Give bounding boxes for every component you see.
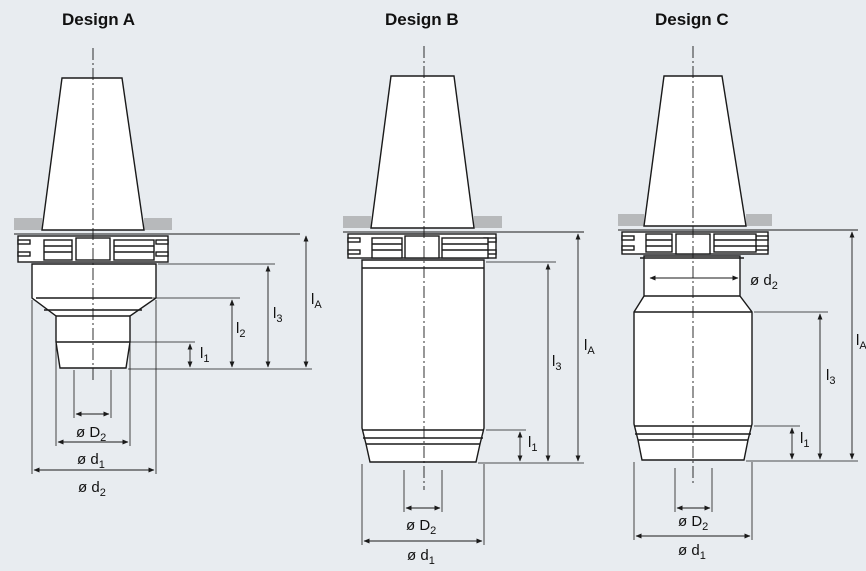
design-b-taper (370, 75, 475, 229)
design-c-label-l3: l3 (826, 367, 835, 387)
design-c-labels: lA l3 l1 ø d2 ø D2 ø d1 (678, 272, 866, 562)
design-c-label-D2: ø D2 (678, 513, 708, 533)
design-a-drawing (14, 48, 312, 474)
design-a-label-l2: l2 (236, 320, 245, 340)
design-a-label-d2: ø d2 (78, 479, 106, 499)
design-b-body (361, 259, 485, 463)
design-b-drawing (343, 46, 584, 545)
design-a-label-l1: l1 (200, 345, 209, 365)
design-a-spindle-face-right (144, 218, 172, 230)
design-c-taper (643, 75, 747, 227)
design-a-title: Design A (62, 10, 136, 29)
design-a-label-lA: lA (311, 291, 322, 311)
design-a-labels: lA l3 l2 l1 ø D2 ø d1 ø d2 (76, 291, 322, 499)
design-b-label-l1: l1 (528, 434, 537, 454)
design-b-label-D2: ø D2 (406, 517, 436, 537)
design-b-label-l3: l3 (552, 353, 561, 373)
design-c-label-d2: ø d2 (750, 272, 778, 292)
design-a-label-l3: l3 (273, 305, 282, 325)
design-c-label-lA: lA (856, 332, 866, 352)
design-c-title: Design C (655, 10, 729, 29)
design-c-drawing (618, 46, 858, 540)
design-b-labels: lA l3 l1 ø D2 ø d1 (406, 337, 595, 567)
design-a-label-D2: ø D2 (76, 424, 106, 444)
design-a-spindle-face-left (14, 218, 42, 230)
design-b-title: Design B (385, 10, 459, 29)
design-b-label-lA: lA (584, 337, 595, 357)
design-c-label-d1: ø d1 (678, 542, 706, 562)
design-a-label-d1: ø d1 (77, 451, 105, 471)
design-b-label-d1: ø d1 (407, 547, 435, 567)
design-c-label-l1: l1 (800, 430, 809, 450)
